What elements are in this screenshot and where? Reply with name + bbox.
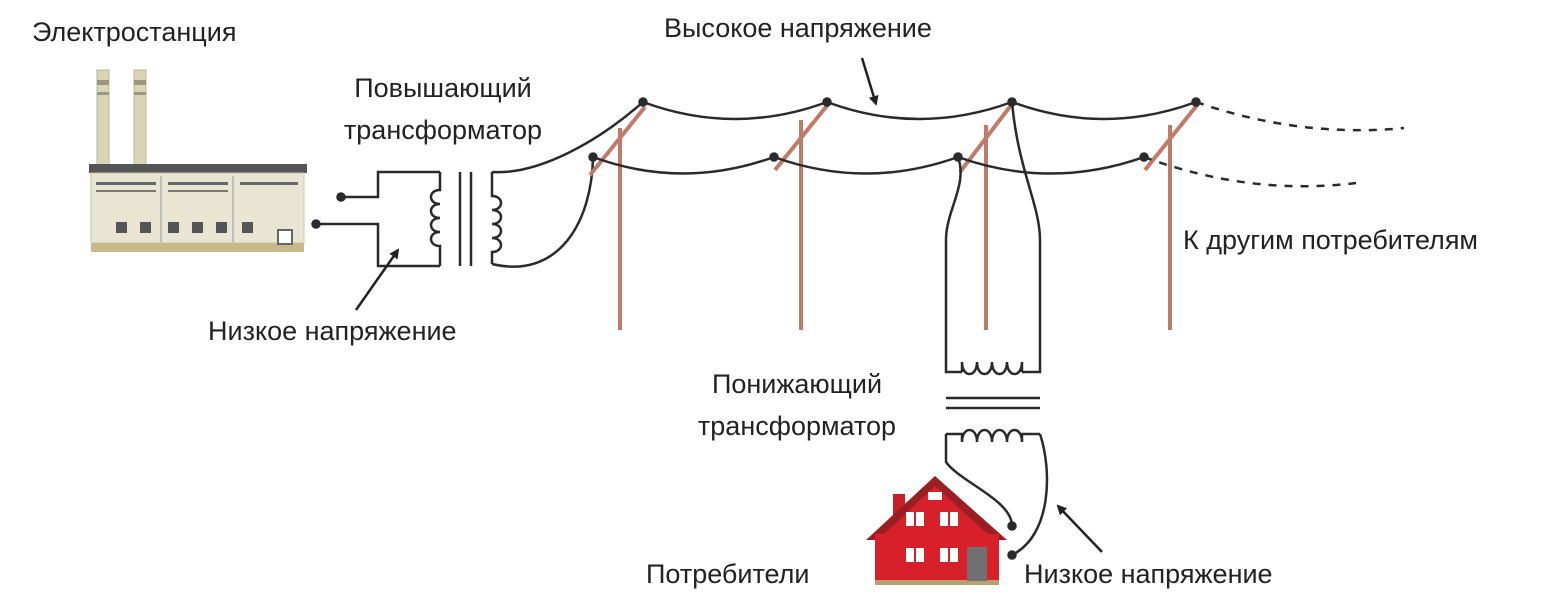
step-up-transformer-label-line1: Повышающий bbox=[354, 73, 532, 103]
low-voltage-right-arrow bbox=[1056, 504, 1103, 553]
high-voltage-label: Высокое напряжение bbox=[664, 13, 932, 43]
high-voltage-lines bbox=[588, 97, 1405, 188]
power-plant-icon bbox=[89, 69, 307, 252]
step-down-feed-wires bbox=[944, 101, 1042, 374]
to-other-consumers-label: К другим потребителям bbox=[1183, 225, 1478, 255]
power-station-label: Электростанция bbox=[32, 17, 237, 47]
low-voltage-left-arrow bbox=[354, 248, 400, 311]
step-down-transformer bbox=[944, 361, 1049, 560]
high-voltage-arrow bbox=[860, 57, 879, 106]
step-up-transformer-label-line2: трансформатор bbox=[343, 115, 543, 145]
low-voltage-left-label: Низкое напряжение bbox=[208, 316, 457, 346]
step-down-transformer-label-line2: трансформатор bbox=[697, 411, 897, 441]
house-icon bbox=[866, 476, 1007, 585]
transmission-poles bbox=[588, 100, 1200, 330]
step-up-transformer bbox=[429, 101, 644, 268]
low-voltage-right-label: Низкое напряжение bbox=[1024, 559, 1273, 589]
label-arrows bbox=[354, 57, 1103, 553]
consumers-label: Потребители bbox=[646, 559, 810, 589]
step-down-transformer-label-line1: Понижающий bbox=[711, 369, 883, 399]
plant-feed-wires bbox=[311, 170, 440, 268]
